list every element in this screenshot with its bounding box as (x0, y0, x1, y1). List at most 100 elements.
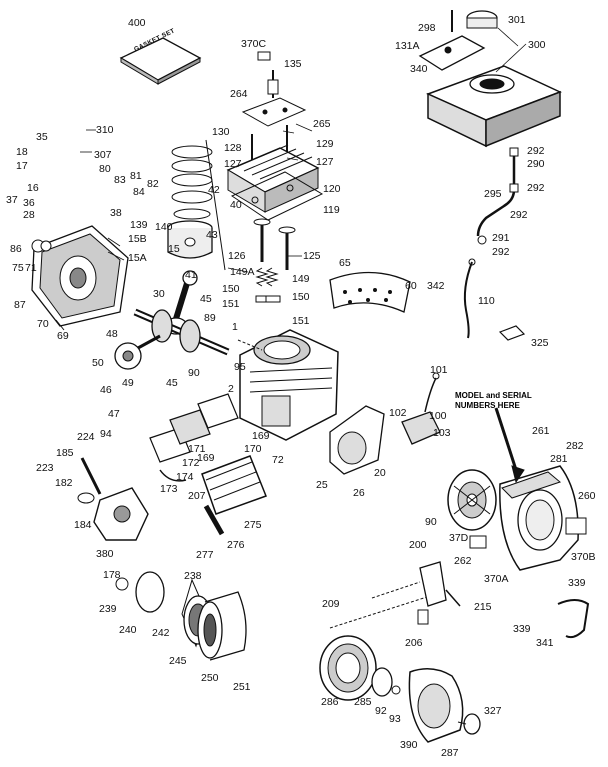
part-label-151a: 151 (222, 298, 240, 310)
part-label-264: 264 (230, 88, 248, 100)
part-label-223: 223 (36, 462, 54, 474)
part-label-262: 262 (454, 555, 472, 567)
part-label-149: 149 (292, 273, 310, 285)
part-label-17: 17 (16, 160, 28, 172)
part-label-84: 84 (133, 186, 145, 198)
part-label-119: 119 (323, 204, 340, 216)
air-filter (115, 571, 247, 661)
fuel-line (476, 147, 519, 245)
part-label-327: 327 (484, 705, 502, 717)
part-label-15b: 15B (128, 233, 147, 245)
part-label-45b: 45 (166, 377, 178, 389)
part-label-275: 275 (244, 519, 262, 531)
part-label-127b: 127 (316, 156, 334, 168)
engine-block (237, 329, 339, 441)
part-label-242: 242 (152, 627, 170, 639)
part-label-310: 310 (96, 124, 114, 136)
valves (253, 218, 296, 303)
part-label-36: 36 (23, 197, 35, 209)
part-label-200: 200 (409, 539, 427, 551)
part-label-341: 341 (536, 637, 554, 649)
part-label-178: 178 (103, 569, 121, 581)
part-label-400: 400 (128, 17, 146, 29)
part-label-149a: 149A (230, 266, 255, 278)
part-label-370c: 370C (241, 38, 267, 50)
rewind-starter (319, 595, 481, 743)
part-label-127a: 127 (224, 158, 242, 170)
part-label-83: 83 (114, 174, 126, 186)
part-label-390: 390 (400, 739, 418, 751)
part-label-94: 94 (100, 428, 112, 440)
part-label-245: 245 (169, 655, 187, 667)
leader-lines (80, 27, 527, 273)
model-serial-note: MODEL and SERIAL NUMBERS HERE (455, 391, 532, 410)
part-label-46: 46 (100, 384, 112, 396)
part-label-340: 340 (410, 63, 428, 75)
air-cleaner (418, 10, 562, 148)
part-label-151b: 151 (292, 315, 310, 327)
part-label-286: 286 (321, 696, 339, 708)
part-label-206: 206 (405, 637, 423, 649)
part-label-169b: 169 (252, 430, 270, 442)
part-label-20: 20 (374, 467, 386, 479)
part-label-207: 207 (188, 490, 206, 502)
part-label-25: 25 (316, 479, 328, 491)
part-label-339a: 339 (568, 577, 586, 589)
part-label-100: 100 (429, 410, 447, 422)
part-label-92: 92 (375, 705, 387, 717)
part-label-35: 35 (36, 131, 48, 143)
part-label-47: 47 (108, 408, 120, 420)
part-label-81: 81 (130, 170, 142, 182)
part-label-239: 239 (99, 603, 117, 615)
muffler (201, 455, 267, 536)
part-label-150a: 150 (222, 283, 240, 295)
part-label-185: 185 (56, 447, 74, 459)
part-label-370b: 370B (571, 551, 596, 563)
part-label-339b: 339 (513, 623, 531, 635)
part-label-285: 285 (354, 696, 372, 708)
part-label-251: 251 (233, 681, 251, 693)
part-label-129: 129 (316, 138, 334, 150)
part-label-90b: 90 (425, 516, 437, 528)
part-label-89: 89 (204, 312, 216, 324)
part-label-95: 95 (234, 361, 246, 373)
blower-housing (469, 407, 587, 571)
bracket (498, 325, 526, 341)
part-label-16: 16 (27, 182, 39, 194)
part-label-298: 298 (418, 22, 436, 34)
heat-shield (329, 271, 411, 313)
gasket-set-card (119, 37, 202, 85)
part-label-120: 120 (323, 183, 341, 195)
part-label-41: 41 (185, 269, 197, 281)
part-label-240: 240 (119, 624, 137, 636)
part-label-276: 276 (227, 539, 245, 551)
part-label-82: 82 (147, 178, 159, 190)
part-label-128: 128 (224, 142, 242, 154)
part-label-26: 26 (353, 487, 365, 499)
breather-plate (241, 51, 307, 127)
shroud-plate (329, 405, 385, 475)
part-label-43: 43 (206, 229, 218, 241)
carburetor (77, 457, 149, 541)
throttle-lever (557, 599, 590, 639)
part-label-292c: 292 (510, 209, 528, 221)
part-label-90a: 90 (188, 367, 200, 379)
part-label-69: 69 (57, 330, 69, 342)
piston-rings (171, 139, 226, 271)
part-label-72: 72 (272, 454, 284, 466)
part-label-60: 60 (405, 280, 417, 292)
part-label-215: 215 (474, 601, 492, 613)
part-label-1: 1 (232, 321, 238, 333)
part-label-139: 139 (130, 219, 148, 231)
part-label-125: 125 (303, 250, 321, 262)
part-label-140: 140 (155, 221, 173, 233)
part-label-101: 101 (430, 364, 448, 376)
part-label-15a: 15A (128, 252, 147, 264)
part-label-301: 301 (508, 14, 526, 26)
part-label-93: 93 (389, 713, 401, 725)
part-label-135: 135 (284, 58, 302, 70)
part-label-86: 86 (10, 243, 22, 255)
ignition-module (401, 372, 441, 445)
part-label-277: 277 (196, 549, 214, 561)
part-label-224: 224 (77, 431, 95, 443)
